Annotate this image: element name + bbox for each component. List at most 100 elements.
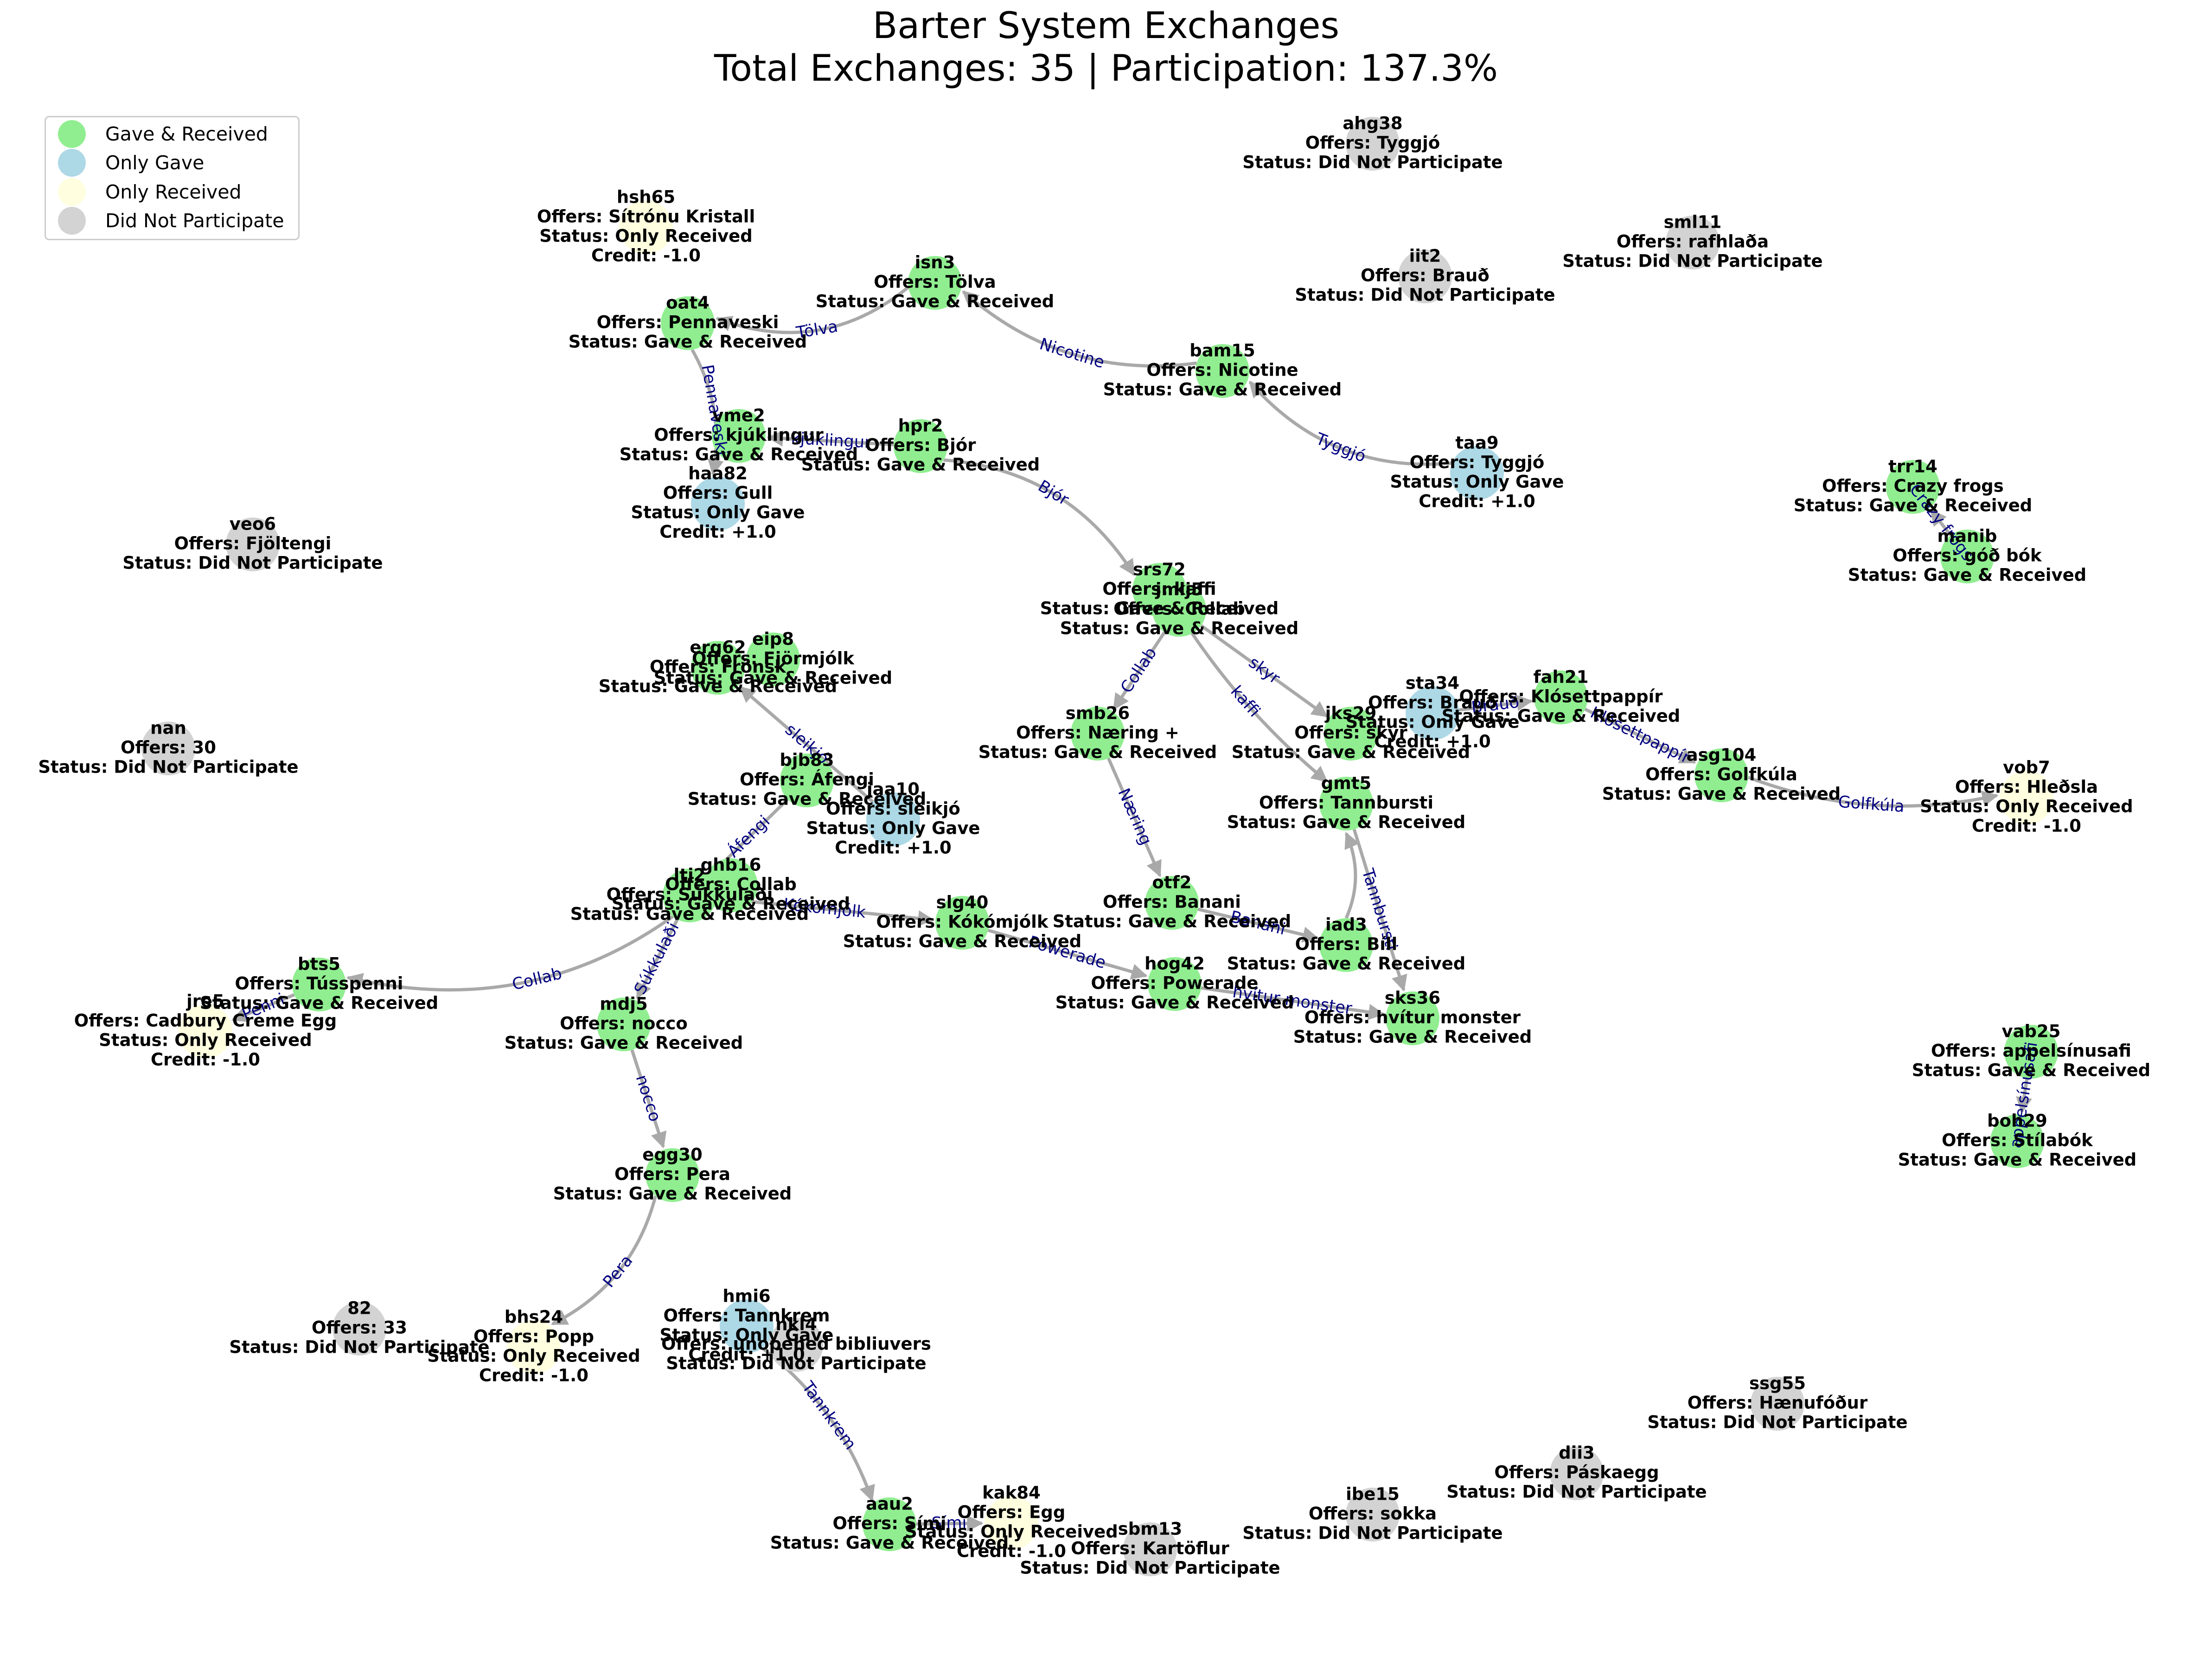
node-offers: Offers: Fjöltengi: [174, 534, 332, 554]
node-status: Status: Gave & Received: [570, 904, 809, 924]
node-name: ssg55: [1749, 1374, 1806, 1394]
chart-title: Barter System Exchanges Total Exchanges:…: [0, 5, 2212, 90]
node-offers: Offers: rafhlaða: [1617, 232, 1769, 252]
node-egg30: [646, 1148, 699, 1202]
edge-bts5-jre5: [231, 993, 295, 1022]
node-bts5: [292, 958, 346, 1011]
node-status: Status: Gave & Received: [1227, 812, 1466, 832]
node-name: taa9: [1455, 433, 1498, 453]
node-offers: Offers: Banani: [1103, 892, 1241, 912]
node-ibe15: [1346, 1488, 1400, 1541]
node-status: Status: Gave & Received: [843, 932, 1082, 952]
node-name: ahg38: [1343, 114, 1402, 134]
node-status: Status: Gave & Received: [612, 894, 850, 914]
node-name: sbm13: [1118, 1519, 1183, 1539]
node-sta34: [1406, 686, 1459, 740]
node-name: bts5: [298, 954, 340, 974]
edge-fah21-asg104: [1584, 708, 1696, 764]
node-offers: Offers: sokka: [1309, 1504, 1437, 1524]
edge-label: Collab: [510, 964, 563, 994]
node-slg40: [935, 896, 989, 950]
node-offers: Offers: Sími: [832, 1514, 946, 1534]
node-credit: Credit: -1.0: [1972, 816, 2081, 836]
edge-label: Tannkrem: [798, 1378, 860, 1453]
node-name: ibe15: [1346, 1484, 1400, 1504]
node-status: Status: Gave & Received: [1442, 706, 1681, 726]
edge-mdj5-egg30: [630, 1049, 667, 1149]
node-hpr2: [894, 419, 947, 473]
node-status: Status: Gave & Received: [1602, 784, 1841, 804]
edge-isn3-oat4: [715, 286, 909, 334]
node-offers: Offers: Súkkulaði: [607, 885, 773, 905]
node-manib: [1940, 530, 1994, 583]
node-kak84: [985, 1496, 1038, 1550]
node-nan: [141, 722, 195, 775]
node-offers: Offers: Sítrónu Kristall: [537, 207, 755, 227]
title-line-2: Total Exchanges: 35 | Participation: 137…: [714, 48, 1498, 90]
legend: Gave & Received Only Gave Only Received …: [45, 116, 300, 240]
node-taa9: [1450, 446, 1504, 500]
node-status: Status: Did Not Participate: [122, 553, 383, 573]
node-status: Status: Gave & Received: [1103, 380, 1342, 400]
node-name: vme2: [712, 406, 765, 426]
legend-label: Only Received: [105, 181, 242, 203]
node-credit: Credit: -1.0: [151, 1050, 260, 1070]
node-name: sml11: [1664, 212, 1722, 232]
node-status: Status: Gave & Received: [1232, 742, 1470, 762]
node-status: Status: Gave & Received: [978, 742, 1217, 762]
node-name: iit2: [1409, 246, 1441, 266]
edge-egg30-bhs24: [551, 1196, 657, 1326]
node-name: bhs24: [505, 1307, 563, 1327]
node-name: jmlj5: [1155, 580, 1203, 600]
node-name: vab25: [2001, 1022, 2060, 1042]
node-offers: Offers: Tyggjó: [1410, 453, 1545, 473]
node-offers: Offers: Collab: [1113, 599, 1245, 619]
node-status: Status: Did Not Participate: [1446, 1482, 1707, 1502]
node-offers: Offers: sleikjó: [826, 799, 960, 819]
legend-item-did-not-participate: Did Not Participate: [58, 207, 284, 235]
edge-aau2-kak84: [916, 1515, 984, 1532]
node-status: Status: Only Gave: [806, 818, 980, 838]
node-status: Status: Did Not Participate: [38, 757, 298, 777]
node-status: Status: Only Gave: [659, 1325, 833, 1345]
node-name: iad3: [1325, 915, 1367, 935]
node-offers: Offers: Hænufóður: [1688, 1393, 1868, 1413]
node-bam15: [1196, 344, 1249, 398]
node-offers: Offers: Klósettpappír: [1459, 687, 1663, 707]
node-name: nkl4: [775, 1315, 817, 1335]
node-jks29: [1324, 707, 1378, 761]
node-name: gmt5: [1321, 774, 1371, 793]
node-status: Status: Gave & Received: [599, 677, 837, 697]
node-offers: Offers: Golfkúla: [1645, 765, 1797, 785]
node-offers: Offers: góð bók: [1892, 546, 2042, 566]
legend-item-only-received: Only Received: [58, 178, 242, 206]
node-status: Status: Gave & Received: [688, 789, 927, 809]
legend-marker-only-gave: [58, 149, 86, 177]
node-trr14: [1886, 460, 1940, 514]
edge-jmlj5-smb26: [1112, 631, 1166, 710]
node-sml11: [1666, 216, 1720, 269]
node-offers: Offers: Páskaegg: [1494, 1463, 1659, 1483]
node-name: nan: [150, 718, 186, 738]
node-jaa10: [866, 793, 920, 846]
node-name: bam15: [1189, 341, 1255, 361]
node-sks36: [1386, 991, 1439, 1045]
node-status: Status: Did Not Participate: [1562, 251, 1822, 271]
